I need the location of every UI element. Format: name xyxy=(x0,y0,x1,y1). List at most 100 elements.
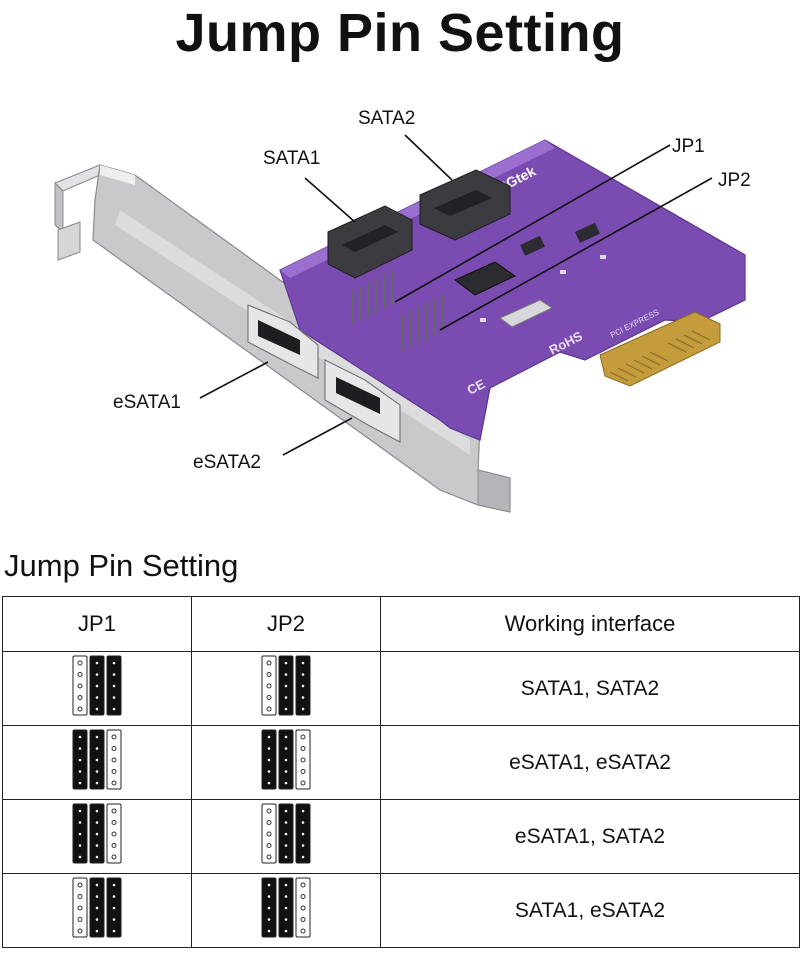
pin-dot xyxy=(266,671,272,677)
pin-dot xyxy=(267,758,271,761)
pin-dot xyxy=(266,808,272,813)
pin-dot xyxy=(301,855,305,858)
pin-dot xyxy=(111,768,117,774)
pin-dot xyxy=(95,684,99,687)
pin-dot xyxy=(284,906,288,909)
pin-dot xyxy=(112,917,116,921)
pin-dot xyxy=(266,831,272,836)
pin-dot xyxy=(267,917,271,921)
header-jp1: JP1 xyxy=(2,596,192,652)
pin-dot xyxy=(284,929,288,932)
table-row: SATA1, eSATA2 xyxy=(2,873,800,948)
pin-dot xyxy=(95,661,99,664)
pin-dot xyxy=(112,883,116,886)
jp1-cell xyxy=(2,651,192,726)
pin-dot xyxy=(95,672,99,676)
jp2-cell xyxy=(191,873,381,948)
callout-lines xyxy=(199,134,713,456)
pin-dot xyxy=(267,894,271,898)
pin-dot xyxy=(267,929,271,932)
pin-dot xyxy=(77,683,83,688)
pin-dot xyxy=(266,854,272,859)
pcie-card-illustration: DGtek RoHS PCI EXPRESS CE xyxy=(54,108,751,513)
jp2-cell xyxy=(191,799,381,874)
pin-dot xyxy=(77,660,83,665)
jumper-pins-icon xyxy=(72,877,122,937)
jp1-cell xyxy=(2,873,192,948)
pin-dot xyxy=(78,735,82,738)
pin-dot xyxy=(300,780,306,785)
pin-dot xyxy=(112,661,116,664)
pin-dot xyxy=(111,819,117,825)
jp1-header xyxy=(351,270,393,325)
pin-dot xyxy=(300,893,306,899)
pin-dot xyxy=(300,928,306,933)
pin-dot xyxy=(284,735,288,738)
interface-cell: eSATA1, SATA2 xyxy=(380,799,800,874)
pin-dot xyxy=(300,757,306,762)
pin-dot xyxy=(284,809,288,812)
pin-dot xyxy=(78,758,82,761)
pin-dot xyxy=(95,820,99,824)
pin-dot xyxy=(301,843,305,847)
pin-dot xyxy=(77,905,83,910)
interface-cell: SATA1, SATA2 xyxy=(380,651,800,726)
pin-dot xyxy=(301,684,305,687)
pin-dot xyxy=(112,684,116,687)
pin-dot xyxy=(300,768,306,774)
jp2-label: JP2 xyxy=(718,170,751,191)
table-row: eSATA1, SATA2 xyxy=(2,799,800,874)
pin-dot xyxy=(95,883,99,886)
pin-dot xyxy=(77,671,83,677)
header-jp2: JP2 xyxy=(191,596,381,652)
esata1-port xyxy=(247,304,319,379)
jumper-diagram xyxy=(71,877,123,945)
jumper-diagram xyxy=(71,729,123,797)
pin-dot xyxy=(111,842,117,848)
esata1-label: eSATA1 xyxy=(113,392,181,413)
pin-dot xyxy=(111,780,117,785)
pin-dot xyxy=(284,855,288,858)
interface-cell: SATA1, eSATA2 xyxy=(380,873,800,948)
pin-dot xyxy=(284,832,288,835)
pin-dot xyxy=(95,906,99,909)
pin-dot xyxy=(284,707,288,710)
pin-dot xyxy=(301,707,305,710)
pin-dot xyxy=(284,894,288,898)
jp2-cell xyxy=(191,725,381,800)
pin-dot xyxy=(284,820,288,824)
esata2-port xyxy=(324,359,401,443)
table-header-row: JP1 JP2 Working interface xyxy=(2,596,800,652)
pin-dot xyxy=(301,661,305,664)
pin-dot xyxy=(301,672,305,676)
pin-dot xyxy=(284,672,288,676)
table-row: eSATA1, eSATA2 xyxy=(2,725,800,800)
section-title: Jump Pin Setting xyxy=(4,548,239,583)
sata2-label: SATA2 xyxy=(358,108,415,129)
pin-dot xyxy=(95,781,99,784)
pin-dot xyxy=(284,695,288,699)
pin-dot xyxy=(95,695,99,699)
pin-dot xyxy=(77,706,83,711)
pin-dot xyxy=(301,695,305,699)
pin-dot xyxy=(78,843,82,847)
pin-dot xyxy=(111,757,117,762)
pin-dot xyxy=(95,758,99,761)
pin-dot xyxy=(78,769,82,773)
pin-dot xyxy=(95,843,99,847)
pin-dot xyxy=(112,894,116,898)
jp1-label: JP1 xyxy=(672,136,705,157)
jp1-cell xyxy=(2,725,192,800)
pin-dot xyxy=(111,854,117,859)
pin-dot xyxy=(95,809,99,812)
jumper-pins-icon xyxy=(261,803,311,863)
jumper-pins-icon xyxy=(261,877,311,937)
jumper-diagram xyxy=(260,655,312,723)
pin-dot xyxy=(267,735,271,738)
pin-dot xyxy=(95,769,99,773)
jumper-pins-icon xyxy=(72,655,122,715)
jp2-cell xyxy=(191,651,381,726)
jp2-header xyxy=(401,294,443,352)
main-title: Jump Pin Setting xyxy=(175,3,625,63)
jumper-diagram xyxy=(71,655,123,723)
